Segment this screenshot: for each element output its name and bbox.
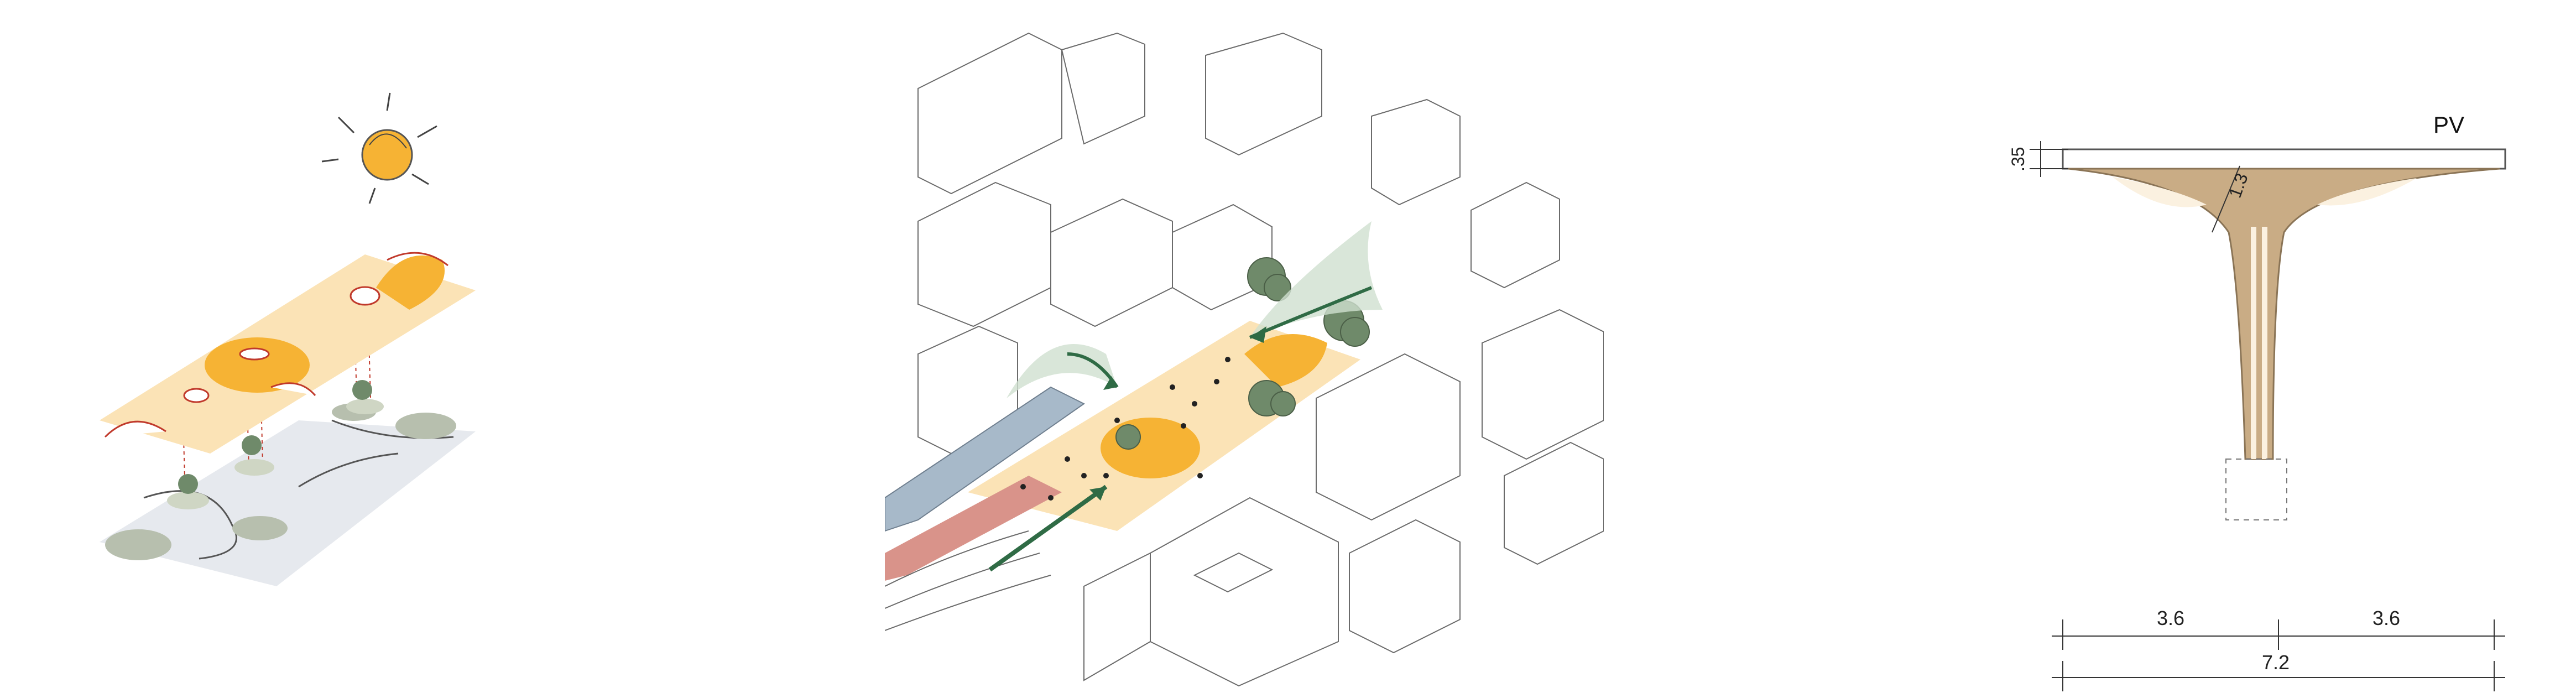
roof-thickness-dimension [2030,141,2068,177]
exploded-canopy-diagram [0,0,664,698]
dim-total-span: 7.2 [2262,651,2290,674]
sun-icon [321,92,437,204]
axonometric-site-view [885,0,1604,698]
arm-dimension-line [2212,165,2240,233]
foundation [2225,459,2287,520]
dim-left-span: 3.6 [2157,607,2184,629]
canopy-plane [100,252,476,454]
pv-label: PV [2433,112,2464,138]
surrounding-buildings [917,32,1604,687]
people [1020,357,1230,501]
station-roof [885,386,1085,631]
dim-right-span: 3.6 [2372,607,2400,629]
ground-plane [100,403,476,586]
pv-roof-slab [2062,148,2506,170]
dim-roof-thickness: .35 [2008,147,2028,171]
flow-arrows [988,221,1383,572]
canopy-section-detail: PV .35 1.3 3.6 3.6 7.2 [1963,0,2576,698]
span-dimensions [2052,619,2505,691]
planter-trees [167,380,384,509]
tree-column [2068,168,2500,460]
trees [1115,257,1370,450]
